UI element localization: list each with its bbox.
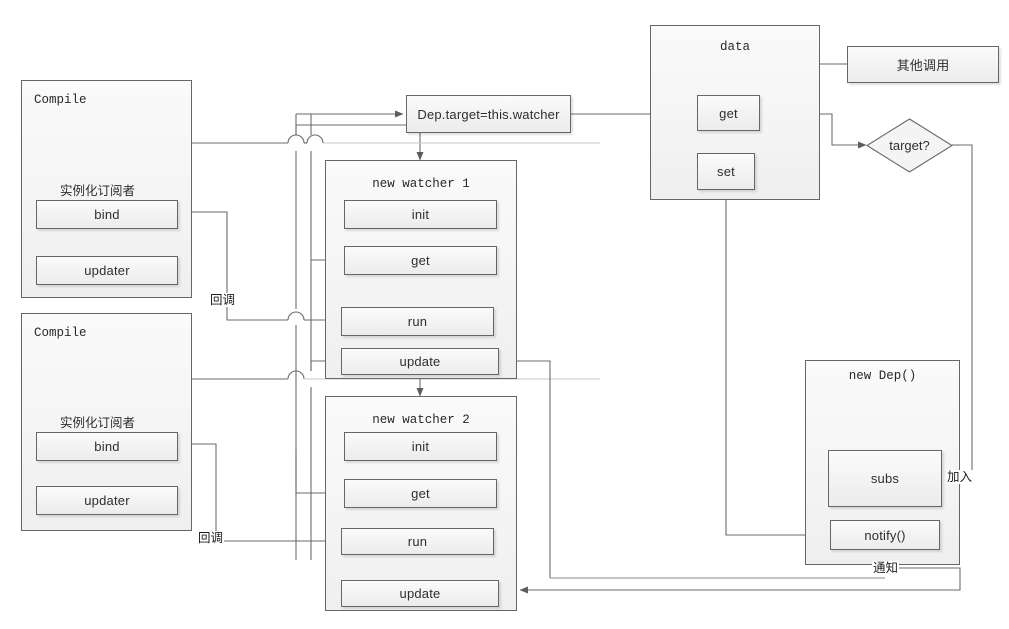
- node-target-decision-label: target?: [889, 138, 930, 153]
- node-other-call-label: 其他调用: [896, 58, 950, 73]
- group-new-dep-title: new Dep(): [848, 369, 917, 383]
- node-w1-get[interactable]: get: [344, 246, 497, 275]
- node-w2-get[interactable]: get: [344, 479, 497, 508]
- label-instantiate-subscriber-2: 实例化订阅者: [60, 416, 136, 430]
- group-data-title: data: [719, 40, 750, 54]
- label-instantiate-subscriber-1: 实例化订阅者: [60, 184, 136, 198]
- node-dep-target-label: Dep.target=this.watcher: [417, 106, 560, 122]
- node-w1-init-label: init: [411, 207, 430, 222]
- node-bind-2-label: bind: [94, 439, 120, 454]
- hop-1b: [306, 134, 324, 144]
- edge-label-callback-2: 回调: [197, 531, 225, 545]
- edge-set-to-notify: [725, 190, 827, 539]
- node-w2-init-label: init: [411, 439, 430, 454]
- node-w2-get-label: get: [411, 486, 430, 501]
- node-data-get-label: get: [719, 105, 738, 121]
- node-data-get[interactable]: get: [697, 95, 760, 131]
- node-w1-run[interactable]: run: [341, 307, 494, 336]
- node-w1-run-label: run: [407, 314, 428, 329]
- node-updater-1[interactable]: updater: [36, 256, 178, 285]
- node-data-set-label: set: [717, 164, 735, 179]
- node-w1-update[interactable]: update: [341, 348, 499, 375]
- group-new-watcher-2-title: new watcher 2: [372, 413, 470, 427]
- node-updater-1-label: updater: [84, 263, 130, 278]
- edge-callback1: [181, 208, 288, 321]
- node-data-set[interactable]: set: [697, 153, 755, 190]
- hop-1a: [287, 134, 305, 144]
- node-bind-1-label: bind: [94, 207, 120, 222]
- node-w2-update-label: update: [399, 586, 441, 601]
- hop-3a: [287, 311, 305, 321]
- node-w1-update-label: update: [399, 354, 441, 369]
- group-compile-1-title: Compile: [34, 93, 87, 107]
- node-bind-2[interactable]: bind: [36, 432, 178, 461]
- node-w2-init[interactable]: init: [344, 432, 497, 461]
- node-dep-target[interactable]: Dep.target=this.watcher: [406, 95, 571, 133]
- node-w1-get-label: get: [411, 253, 430, 268]
- node-subs[interactable]: subs: [828, 450, 942, 507]
- node-w1-init[interactable]: init: [344, 200, 497, 229]
- node-w2-run[interactable]: run: [341, 528, 494, 555]
- node-other-call[interactable]: 其他调用: [847, 46, 999, 83]
- group-new-watcher-1-title: new watcher 1: [372, 177, 470, 191]
- edge-label-notify: 通知: [872, 561, 900, 575]
- node-subs-label: subs: [870, 471, 900, 486]
- node-w2-run-label: run: [407, 534, 428, 549]
- node-bind-1[interactable]: bind: [36, 200, 178, 229]
- group-compile-2-title: Compile: [34, 326, 87, 340]
- edge-callback2: [181, 440, 341, 542]
- node-notify-label: notify(): [864, 527, 906, 543]
- node-target-decision[interactable]: target?: [866, 118, 953, 173]
- edge-label-callback-1: 回调: [209, 293, 237, 307]
- node-notify[interactable]: notify(): [830, 520, 940, 550]
- node-w2-update[interactable]: update: [341, 580, 499, 607]
- node-updater-2[interactable]: updater: [36, 486, 178, 515]
- node-updater-2-label: updater: [84, 493, 130, 508]
- edge-label-join: 加入: [946, 470, 974, 484]
